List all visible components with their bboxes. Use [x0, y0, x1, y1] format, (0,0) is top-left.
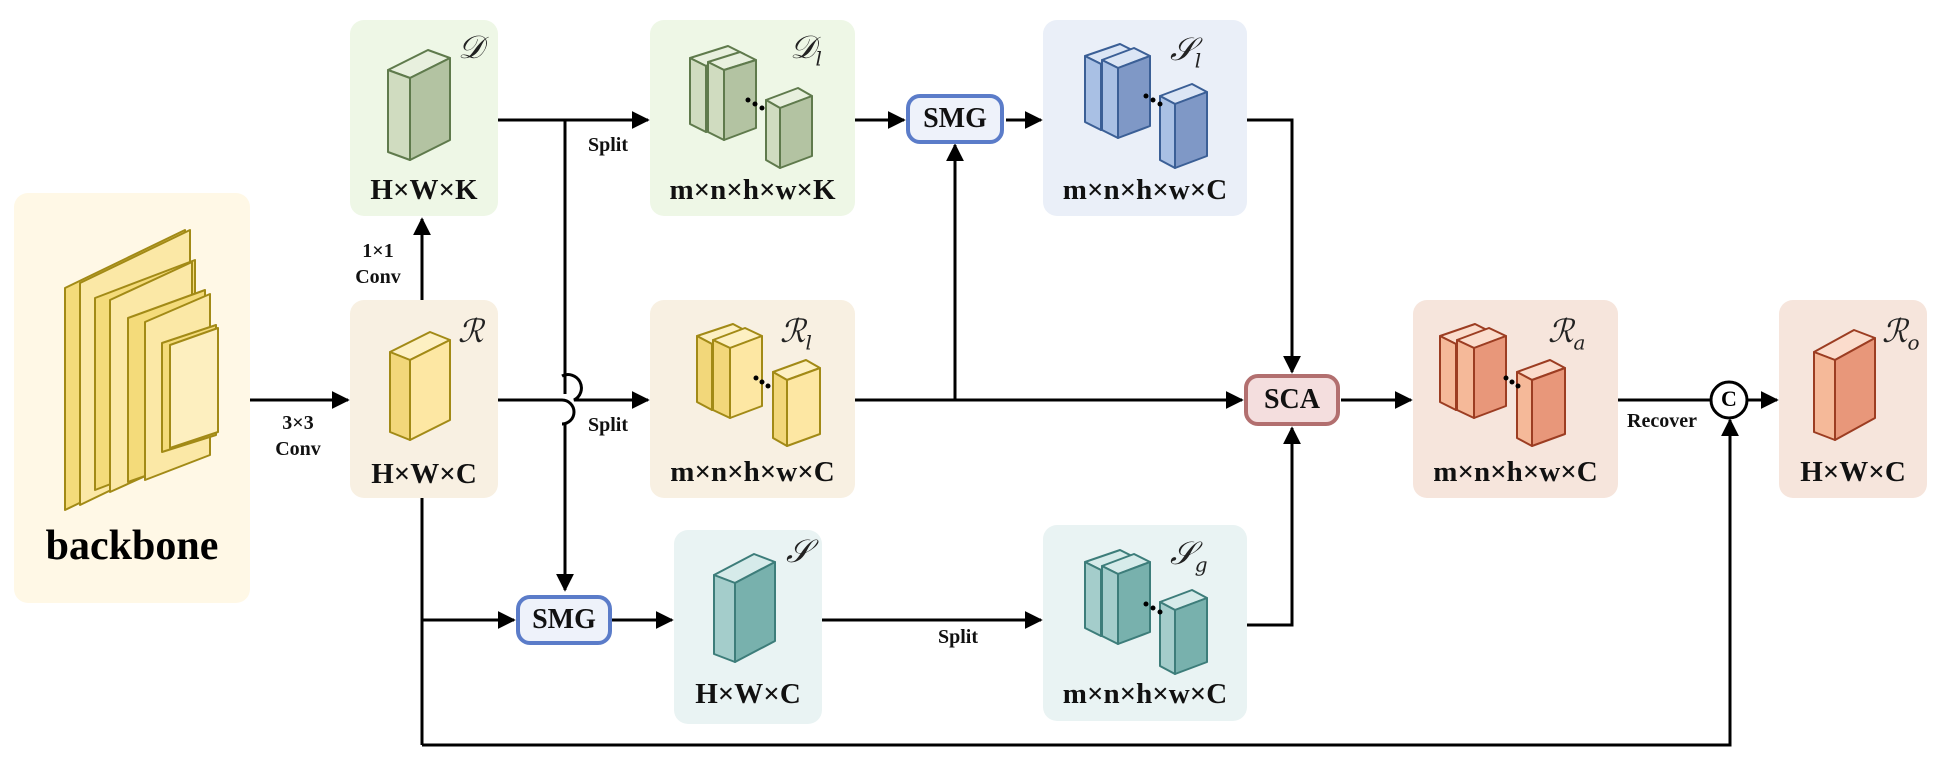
symbol-Dl: 𝒟l — [790, 28, 822, 71]
concat-label: C — [1721, 386, 1737, 411]
dims-Rl: m×n×h×w×C — [670, 456, 835, 488]
blocks-Rl — [696, 323, 821, 447]
dims-Ro: H×W×C — [1800, 456, 1906, 488]
blocks-Sl — [1084, 43, 1208, 169]
dims-Dl: m×n×h×w×K — [669, 174, 836, 206]
block-Ro — [1813, 329, 1876, 441]
label-conv1x1: 1×1 Conv — [340, 238, 416, 290]
blocks-Dl — [689, 45, 813, 169]
dims-Sg: m×n×h×w×C — [1062, 678, 1228, 710]
symbol-D: 𝒟 — [458, 28, 484, 66]
symbol-Rl: ℛl — [780, 312, 812, 355]
label-conv3x3: 3×3 Conv — [258, 410, 338, 462]
blocks-Sg — [1084, 549, 1208, 675]
block-R — [389, 331, 451, 441]
symbol-R: ℛ — [458, 312, 484, 350]
smg-bottom-module: SMG — [516, 595, 612, 645]
ellipsis-dots — [745, 93, 1521, 615]
label-recover: Recover — [1627, 410, 1697, 432]
blocks-Ra — [1439, 323, 1566, 447]
dims-S: H×W×C — [695, 678, 801, 710]
conv3x3-line2: Conv — [275, 438, 321, 460]
symbol-Ro: ℛo — [1882, 312, 1920, 355]
backbone-label: backbone — [45, 523, 219, 569]
block-D — [387, 49, 451, 161]
symbol-Sg: 𝒮g — [1170, 534, 1208, 577]
label-split-middle: Split — [587, 414, 629, 436]
dims-D: H×W×K — [370, 174, 478, 206]
dims-Sl: m×n×h×w×C — [1062, 174, 1228, 206]
symbol-Sl: 𝒮l — [1170, 30, 1202, 73]
sca-module: SCA — [1244, 374, 1340, 426]
label-split-bottom: Split — [937, 626, 979, 648]
label-split-top: Split — [587, 134, 629, 156]
backbone-icon — [64, 229, 219, 511]
symbol-Ra: ℛa — [1548, 312, 1586, 355]
concat-node — [1709, 380, 1749, 420]
wires — [250, 111, 1779, 747]
smg-top-module: SMG — [906, 94, 1004, 144]
dims-R: H×W×C — [371, 458, 477, 490]
conv3x3-line1: 3×3 — [282, 412, 314, 434]
block-S — [713, 553, 776, 663]
dims-Ra: m×n×h×w×C — [1433, 456, 1598, 488]
conv1x1-line1: 1×1 — [362, 240, 394, 262]
symbol-S: 𝒮 — [786, 532, 811, 570]
conv1x1-line2: Conv — [355, 266, 401, 288]
